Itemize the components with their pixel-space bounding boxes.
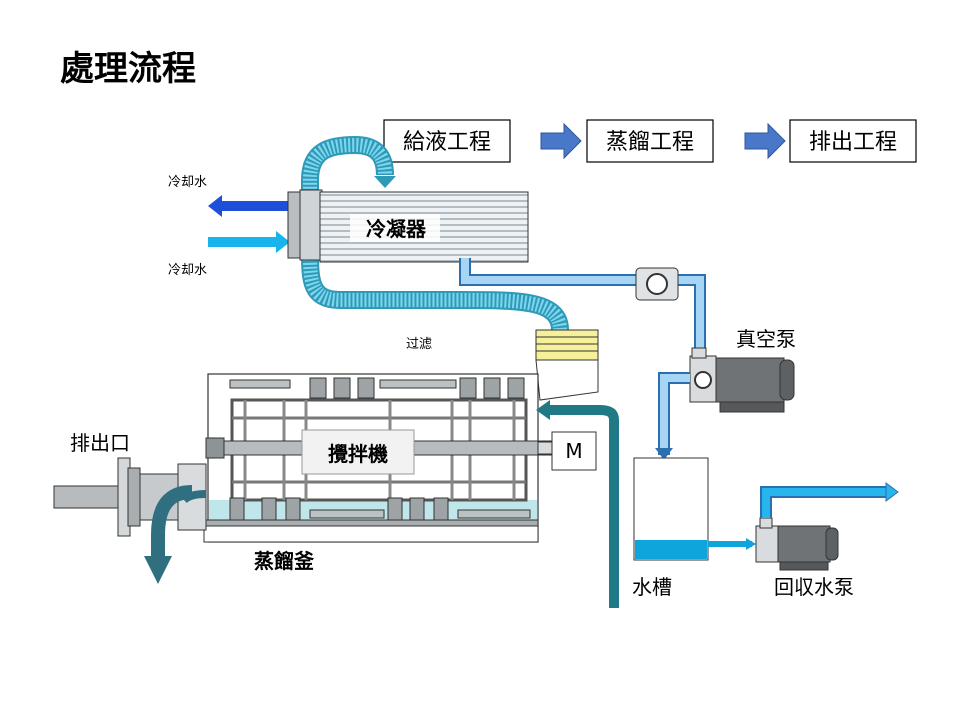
filter: 过滤 xyxy=(406,329,599,401)
vacuum-pump-label: 真空泵 xyxy=(736,327,796,351)
step-feed-box xyxy=(383,119,511,163)
step-arrow-icon xyxy=(744,122,786,160)
still-label: 蒸餾釜 xyxy=(254,549,315,573)
tank-inlet-pipe xyxy=(655,372,690,460)
condenser-label: 冷凝器 xyxy=(366,217,427,241)
feed-pipe xyxy=(536,400,619,608)
motor: M xyxy=(537,431,597,471)
recovery-pump: 回収水泵 xyxy=(708,482,899,599)
process-steps: 給液工程 蒸餾工程 排出工程 xyxy=(383,119,917,163)
cooling-water-out-label: 冷却水 xyxy=(168,175,207,190)
cooling-in-arrow-icon xyxy=(208,231,290,253)
step-feed-label: 給液工程 xyxy=(403,130,491,155)
still-vessel: 攪拌機 蒸餾釜 xyxy=(203,373,557,573)
discharge-port-label: 排出口 xyxy=(70,431,130,455)
water-tank: 水槽 xyxy=(632,457,709,599)
cooling-water: 冷却水 冷却水 xyxy=(168,175,290,278)
cooling-water-in-label: 冷却水 xyxy=(168,263,207,278)
step-discharge-box xyxy=(789,119,917,163)
condensate-pipe xyxy=(459,258,706,350)
discharge-port: 排出口 xyxy=(53,431,207,584)
step-discharge-label: 排出工程 xyxy=(809,130,897,155)
page-title: 處理流程 xyxy=(60,49,196,89)
step-arrow-icon xyxy=(540,122,582,160)
agitator-label: 攪拌機 xyxy=(328,442,388,466)
discharge-arrow-icon xyxy=(144,556,172,584)
water-tank-label: 水槽 xyxy=(632,575,672,599)
filter-label: 过滤 xyxy=(406,337,432,352)
vapor-arrow-icon xyxy=(374,176,396,188)
recovery-pump-label: 回収水泵 xyxy=(774,575,854,599)
feed-arrow-icon xyxy=(536,400,550,420)
step-distill-box xyxy=(586,119,714,163)
motor-label: M xyxy=(565,439,582,463)
step-distill-label: 蒸餾工程 xyxy=(606,130,694,155)
cooling-out-arrow-icon xyxy=(208,195,290,217)
condenser: 冷凝器 xyxy=(287,189,529,263)
